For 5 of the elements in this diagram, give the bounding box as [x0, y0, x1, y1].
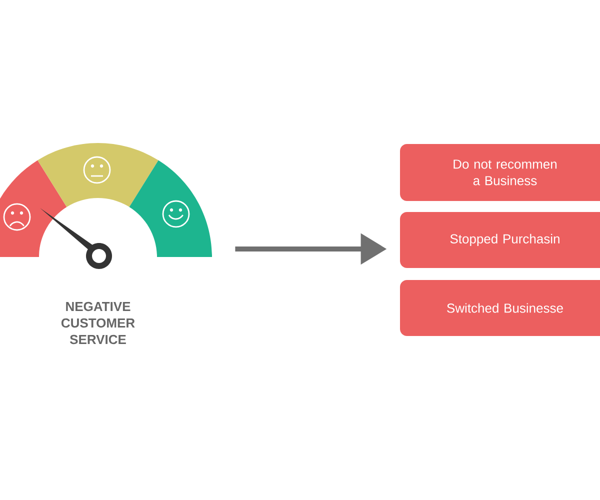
- result-box: Switched Businesse: [400, 280, 600, 336]
- result-box: Do not recommen a Business: [400, 144, 600, 201]
- gauge-label: NEGATIVE CUSTOMER SERVICE: [61, 302, 135, 344]
- result-box: Stopped Purchasin: [400, 212, 600, 268]
- gauge-drawing: [0, 143, 212, 269]
